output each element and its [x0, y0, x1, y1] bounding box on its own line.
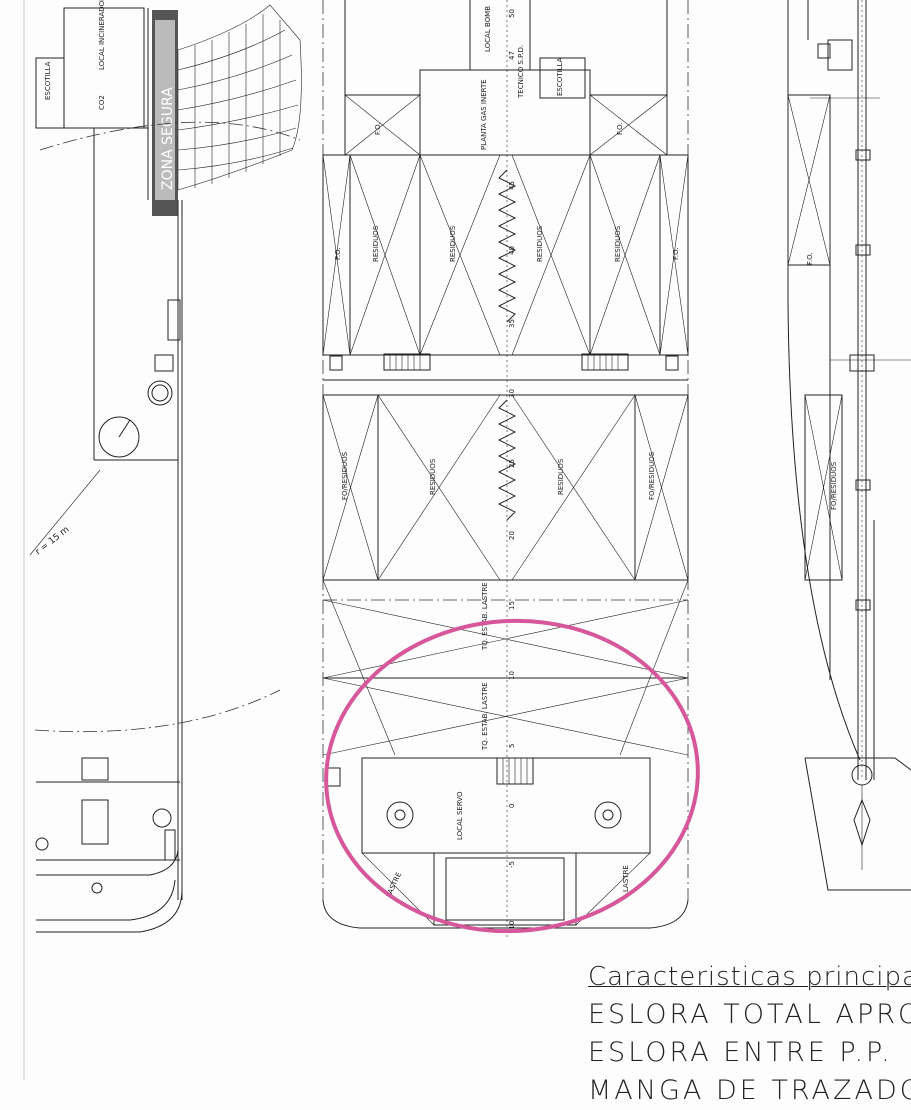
right-view: F.O. FO/RESIDUOS [787, 0, 911, 891]
center-view: LOCAL BOMB PLANTA GAS INERTE ESCOTILLA T… [322, 0, 689, 940]
characteristics-legend: Caracteristicas principales ESLORA TOTAL… [588, 958, 911, 1110]
legend-heading: Caracteristicas principales [588, 962, 911, 992]
frame-25: 25 [508, 459, 516, 468]
fo-label-left: F.O. [374, 122, 382, 135]
legend-manga: MANGA DE TRAZADO [588, 1075, 911, 1106]
planta-gas-label: PLANTA GAS INERTE [480, 79, 488, 150]
zona-segura-label: ZONA SEGURA [160, 87, 176, 190]
tq-estab-lower: TQ. ESTAB. LASTRE [481, 682, 489, 751]
frame-20: 20 [508, 531, 516, 540]
highlight-circle [324, 618, 700, 934]
incinerator-label: LOCAL INCINERADOR [98, 0, 106, 70]
frame-minus-10: -10 [508, 921, 516, 932]
fo-small-right: F.O. [672, 247, 680, 260]
residuos-label-3: RESIDUOS [536, 225, 544, 262]
steering-motor-right [594, 801, 622, 829]
co2-label: CO2 [98, 95, 106, 110]
planta-gas-room [419, 69, 591, 156]
local-servo-room [361, 757, 651, 854]
left-view: ESCOTILLA LOCAL INCINERADOR CO2 ZONA SEG… [29, 0, 302, 933]
funnel-grid [177, 4, 302, 191]
frame-10: 10 [508, 671, 516, 680]
local-bomb-label: LOCAL BOMB [484, 6, 492, 52]
frame-15: 15 [508, 601, 516, 610]
steering-motor-left [386, 801, 414, 829]
lastre-right: LASTRE [622, 865, 630, 892]
radius-label: r = 15 m [34, 525, 72, 558]
tq-estab-upper: TQ. ESTAB. LASTRE [481, 582, 489, 651]
frame-47: 47 [508, 51, 516, 60]
escotilla-label-center: ESCOTILLA [556, 57, 564, 96]
frame-35: 35 [508, 319, 516, 328]
escotilla-label-left: ESCOTILLA [44, 61, 52, 100]
residuos-lower-1: RESIDUOS [429, 458, 437, 495]
right-fo-residuos-label: FO/RESIDUOS [830, 461, 838, 510]
frame-0: 0 [508, 804, 516, 808]
tecnico-label: TECNICO S.P.D. [517, 45, 525, 99]
frame-45: 45 [508, 181, 516, 190]
right-fo-label: F.O. [806, 252, 814, 265]
fo-residuos-left: FO/RESIDUOS [341, 451, 349, 500]
frame-minus-5: -5 [508, 861, 516, 868]
residuos-lower-2: RESIDUOS [557, 458, 565, 495]
residuos-label-1: RESIDUOS [372, 225, 380, 262]
fo-small-left: F.O. [334, 247, 342, 260]
fo-label-right: F.O. [616, 122, 624, 135]
frame-30: 30 [508, 389, 516, 398]
local-servo-label: LOCAL SERVO [456, 791, 464, 840]
legend-eslora-pp: ESLORA ENTRE P.P. [588, 1037, 893, 1068]
fo-residuos-right: FO/RESIDUOS [648, 451, 656, 500]
ship-plan-drawing: ESCOTILLA LOCAL INCINERADOR CO2 ZONA SEG… [23, 0, 911, 1080]
residuos-label-4: RESIDUOS [614, 225, 622, 262]
legend-eslora-total: ESLORA TOTAL APROX. [588, 999, 911, 1030]
residuos-label-2: RESIDUOS [449, 225, 457, 262]
frame-50: 50 [508, 9, 516, 18]
frame-5: 5 [508, 744, 516, 748]
frame-40: 40 [508, 246, 516, 255]
